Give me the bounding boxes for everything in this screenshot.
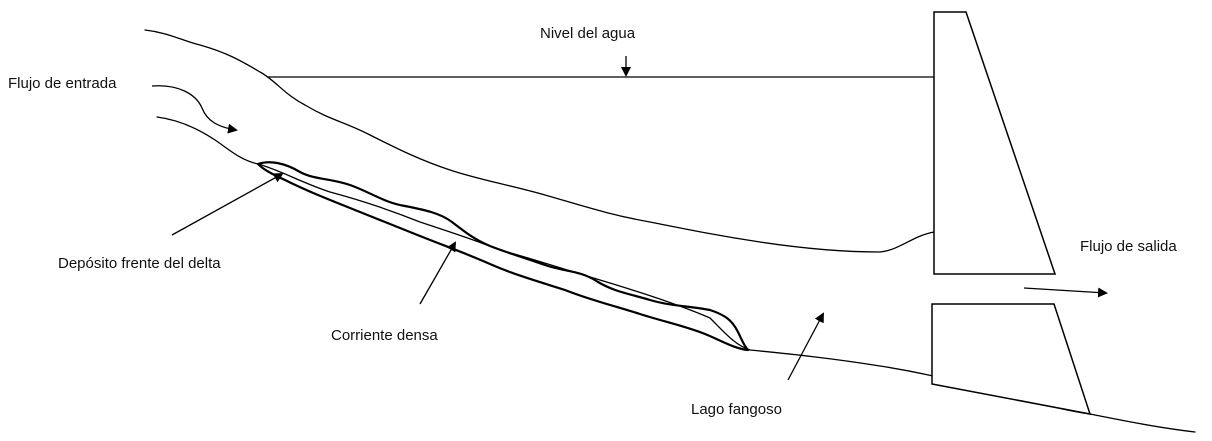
upper-bank-line [144,29,935,253]
muddy-lake-label: Lago fangoso [691,401,782,418]
inflow-label: Flujo de entrada [8,75,117,92]
delta-deposit-arrow [171,173,284,236]
outflow-arrow [1023,287,1108,298]
water-level-label: Nivel del agua [540,25,636,42]
dam-upper [933,11,1057,275]
dam-lower [931,303,1092,415]
density-current-arrow [419,241,456,305]
inflow-arrow [151,85,238,134]
delta-deposit-label: Depósito frente del delta [58,255,221,272]
muddy-lake-arrow [787,312,824,381]
density-current-label: Corriente densa [331,327,438,344]
delta-deposit-shape [256,161,750,352]
outflow-label: Flujo de salida [1080,238,1177,255]
